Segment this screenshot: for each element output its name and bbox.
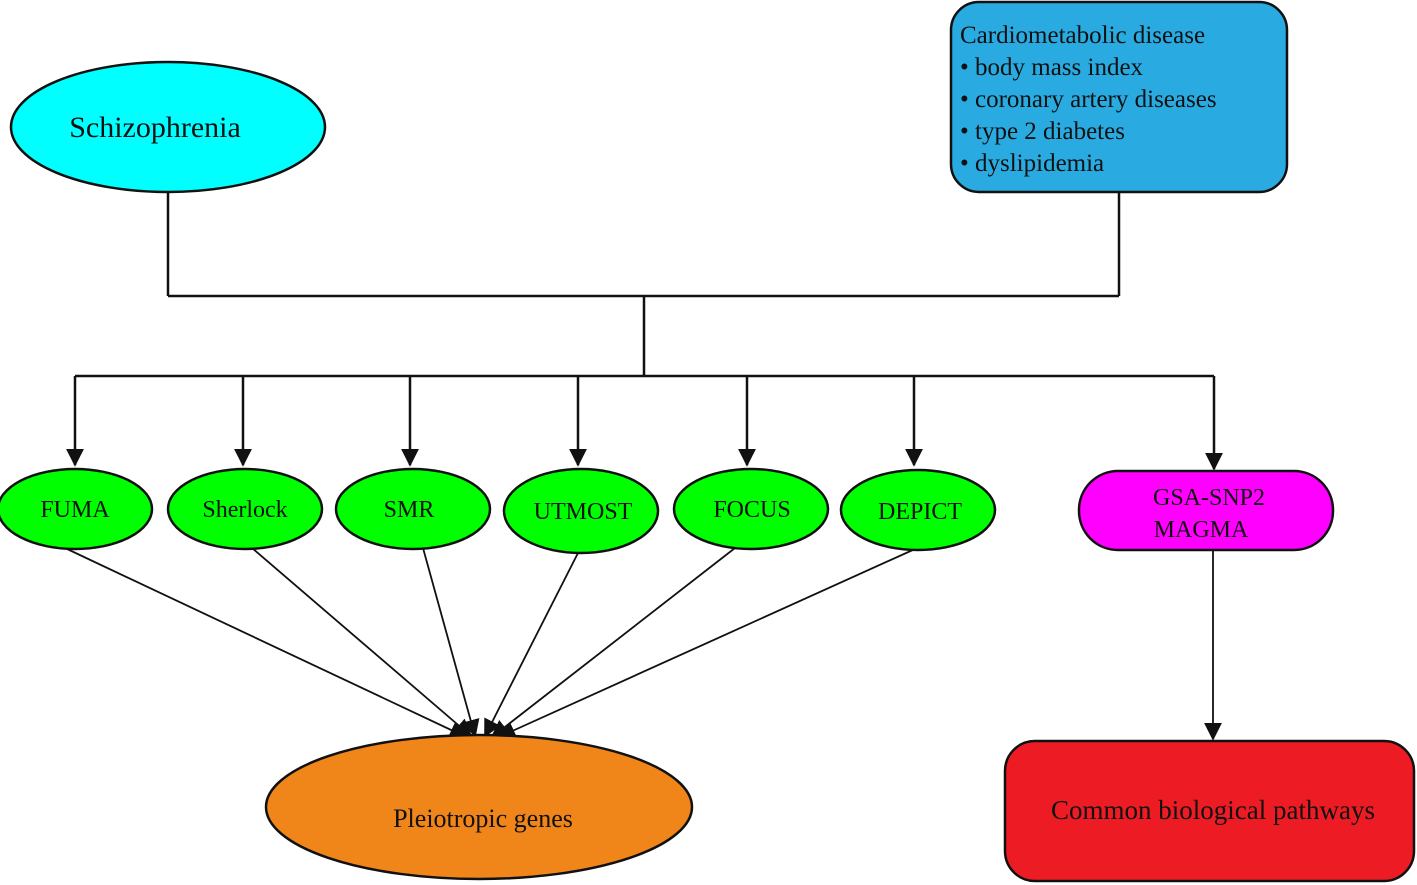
gsa-magma-pill [1077, 469, 1335, 552]
cardiometabolic-item-t2d: • type 2 diabetes [960, 118, 1125, 145]
method-node-smr: SMR [334, 467, 492, 551]
arrow-focus-to-genes [490, 547, 736, 739]
arrow-smr-to-genes [422, 547, 480, 738]
sherlock-ellipse [166, 467, 324, 551]
method-node-fuma: FUMA [0, 467, 154, 551]
method-nodes: FUMA Sherlock SMR UTMOST FOCUS DEPICT [0, 467, 997, 555]
method-node-utmost: UTMOST [502, 467, 660, 555]
cardiometabolic-item-cad: • coronary artery diseases [960, 86, 1217, 113]
fuma-ellipse [0, 467, 154, 551]
gsa-label: GSA-SNP2 [1153, 485, 1265, 511]
cardiometabolic-item-dyslipidemia: • dyslipidemia [960, 150, 1104, 177]
utmost-ellipse [502, 467, 660, 555]
schizophrenia-ellipse [9, 60, 327, 194]
smr-label: SMR [384, 497, 435, 523]
arrow-depict-to-genes [497, 548, 916, 739]
cardiometabolic-item-bmi: • body mass index [960, 54, 1144, 81]
method-arrows [66, 376, 1223, 471]
gsa-magma-node: GSA-SNP2 MAGMA [1077, 469, 1335, 552]
focus-label: FOCUS [713, 497, 790, 523]
common-pathways-label: Common biological pathways [1051, 795, 1375, 825]
schizophrenia-node: Schizophrenia [9, 60, 327, 194]
pleiotropic-genes-label: Pleiotropic genes [393, 804, 573, 833]
sherlock-label: Sherlock [202, 497, 287, 523]
cardiometabolic-title: Cardiometabolic disease [960, 22, 1205, 49]
method-node-depict: DEPICT [839, 468, 997, 552]
arrow-fuma-to-genes [64, 547, 468, 739]
arrow-sherlock-to-genes [251, 547, 473, 738]
common-pathways-box [1003, 739, 1416, 883]
fuma-label: FUMA [40, 497, 110, 523]
cardiometabolic-box [949, 0, 1289, 194]
utmost-label: UTMOST [534, 499, 633, 525]
source-connectors [75, 193, 1214, 378]
depict-label: DEPICT [878, 499, 962, 525]
smr-ellipse [334, 467, 492, 551]
arrow-utmost-to-genes [484, 552, 579, 738]
focus-ellipse [672, 467, 830, 551]
pleiotropic-genes-node: Pleiotropic genes [264, 733, 694, 881]
depict-ellipse [839, 468, 997, 552]
magma-label: MAGMA [1154, 517, 1249, 543]
method-node-focus: FOCUS [672, 467, 830, 551]
pleiotropic-genes-ellipse [264, 733, 694, 881]
method-node-sherlock: Sherlock [166, 467, 324, 551]
schizophrenia-label: Schizophrenia [69, 111, 241, 144]
common-pathways-node: Common biological pathways [1003, 739, 1416, 883]
converging-arrows [64, 547, 916, 739]
cardiometabolic-node: Cardiometabolic disease • body mass inde… [949, 0, 1289, 194]
